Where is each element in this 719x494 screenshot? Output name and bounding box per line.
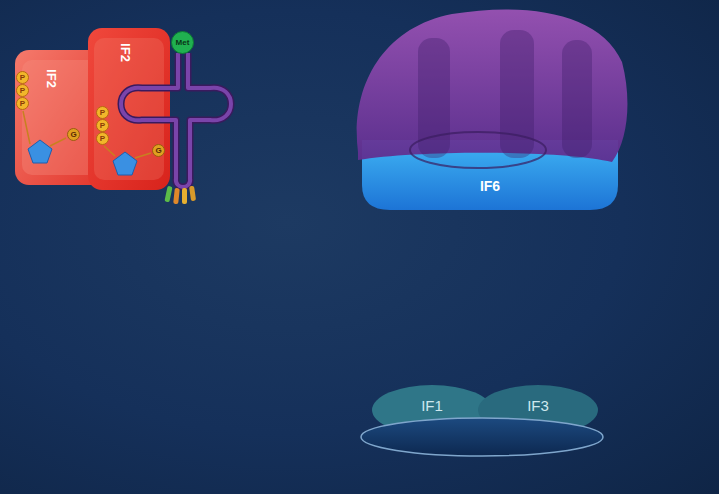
if2-protein xyxy=(88,28,170,190)
molecule-circle: P xyxy=(96,132,109,145)
node-label: P xyxy=(100,135,105,143)
trna xyxy=(121,53,231,187)
molecule-circle: P xyxy=(16,97,29,110)
node-label: P xyxy=(100,122,105,130)
base-link xyxy=(135,153,151,158)
node-label: P xyxy=(20,74,25,82)
ribose-pentagon xyxy=(28,140,52,163)
base-link xyxy=(50,138,66,146)
molecule-circle: P xyxy=(16,84,29,97)
molecule-circle: P xyxy=(16,71,29,84)
node-label: Met xyxy=(176,39,190,47)
node-label: P xyxy=(100,109,105,117)
node-label: P xyxy=(20,100,25,108)
node-label: IF2 xyxy=(44,69,57,88)
anticodon-base xyxy=(182,188,187,204)
if2-highlight xyxy=(22,60,98,175)
protein-shape: IF1 xyxy=(400,395,464,415)
trna-outline xyxy=(121,53,231,187)
ribose-pentagon xyxy=(113,152,137,175)
node-label: P xyxy=(20,87,25,95)
molecule-circle: P xyxy=(96,119,109,132)
protein-shape: IF2PPPG xyxy=(15,50,105,185)
anticodon-base xyxy=(189,186,196,202)
anticodon-base xyxy=(164,186,172,203)
subunit-tunnel xyxy=(410,132,546,168)
molecule-circle: Met xyxy=(171,31,194,54)
node-label: IF1 xyxy=(421,398,443,413)
small-subunit xyxy=(361,418,603,456)
node-label: G xyxy=(70,131,76,139)
if2-highlight xyxy=(94,38,164,180)
node-label: IF3 xyxy=(527,398,549,413)
molecule-circle: G xyxy=(67,128,80,141)
node-label: IF6 xyxy=(480,179,500,193)
anticodon-base xyxy=(173,188,180,204)
phosphate-link xyxy=(23,111,30,144)
node-label: IF2 xyxy=(118,43,131,62)
molecule-circle: G xyxy=(152,144,165,157)
phosphate-link xyxy=(104,146,115,156)
molecule-circle: P xyxy=(96,106,109,119)
large-subunit xyxy=(357,9,628,162)
subunit-groove xyxy=(562,40,592,158)
protein-shape: IF3 xyxy=(506,395,570,415)
node-label: G xyxy=(155,147,161,155)
protein-shape: IF2PPPG xyxy=(88,28,170,190)
protein-shape: IF6 xyxy=(362,168,618,204)
